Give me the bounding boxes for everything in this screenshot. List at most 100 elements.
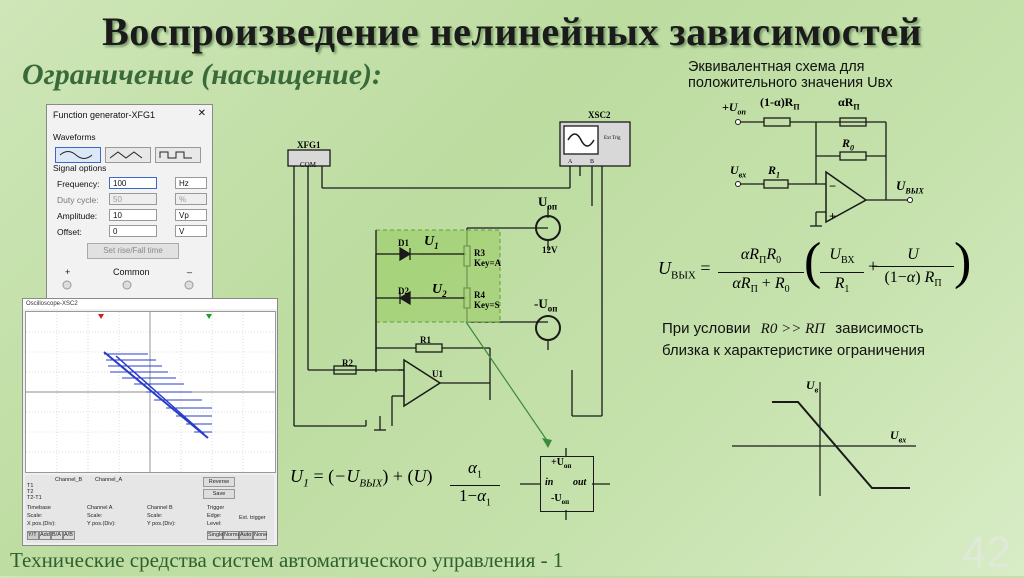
square-wave-button[interactable] xyxy=(155,147,201,163)
main-formula-frac1: αRПR0 αRП + R0 xyxy=(718,244,804,301)
sine-icon xyxy=(59,151,93,159)
graph-x-label: Uвх xyxy=(890,428,907,445)
main-formula-frac3: U (1−α) RП xyxy=(872,244,954,295)
u1-formula: U1 = (−UВЫХ) + (U) xyxy=(290,466,433,490)
plus-terminal-radio[interactable] xyxy=(62,280,72,290)
cursor-marker-green[interactable] xyxy=(206,314,212,319)
channel-a-group: Channel A xyxy=(87,505,113,511)
t2t1-label: T2-T1 xyxy=(27,495,42,501)
u1-fraction: α1 1−α1 xyxy=(450,458,500,514)
oscilloscope-screen xyxy=(25,311,276,473)
x-pos-label: X pos.(Div): xyxy=(27,521,56,527)
oscilloscope-plot xyxy=(26,312,275,472)
limiter-block-leads xyxy=(520,448,610,520)
add-button[interactable]: Add xyxy=(39,531,51,540)
u2-voltage-label: U2 xyxy=(432,282,447,299)
a-b-button[interactable]: A/B xyxy=(63,531,75,540)
equivalent-caption: Эквивалентная схема для положительного з… xyxy=(688,59,893,91)
sine-wave-button[interactable] xyxy=(55,147,101,163)
block-plus-label: +Uоп xyxy=(551,457,572,470)
duty-cycle-label: Duty cycle: xyxy=(57,195,99,205)
u1-voltage-label: U1 xyxy=(424,234,439,251)
function-generator-window: Function generator-XFG1 ✕ Waveforms Sign… xyxy=(46,104,213,300)
duty-cycle-unit: % xyxy=(175,193,207,205)
eq-r0-label: R0 xyxy=(842,136,855,153)
b-a-button[interactable]: B/A xyxy=(51,531,63,540)
equivalent-circuit: − + xyxy=(735,117,913,227)
close-icon[interactable]: ✕ xyxy=(197,108,206,119)
triangle-icon xyxy=(109,151,143,159)
auto-button[interactable]: Auto xyxy=(239,531,253,540)
set-rise-fall-button[interactable]: Set rise/Fall time xyxy=(87,243,179,259)
page-number: 42 xyxy=(962,528,1011,577)
block-in-label: in xyxy=(545,477,554,488)
opamp-triangle xyxy=(403,358,442,408)
xsc2-label: XSC2 xyxy=(588,110,611,120)
trigger-group: Trigger xyxy=(207,505,225,511)
single-button[interactable]: Single xyxy=(207,531,224,540)
opamp-label: U1 xyxy=(432,369,443,379)
pointer-arrow xyxy=(465,321,549,443)
xsc2-a-label: A xyxy=(568,159,573,165)
frequency-input[interactable]: 100 xyxy=(109,177,157,189)
channel-b-group: Channel B xyxy=(147,505,173,511)
eq-uin-label: Uвх xyxy=(730,163,747,180)
square-icon xyxy=(159,151,192,159)
t1-label: T1 xyxy=(27,483,34,489)
channel-b-ypos-label: Y pos.(Div): xyxy=(147,521,176,527)
channel-a-readout-header: Channel_A xyxy=(95,477,123,483)
eq-r1-label: R1 xyxy=(768,163,781,180)
eq-alpha-rp-label: (1-α)RП xyxy=(760,95,800,112)
limiter-characteristic-graph xyxy=(732,382,916,496)
offset-unit-select[interactable]: V xyxy=(175,225,207,237)
save-button[interactable]: Save xyxy=(203,489,235,499)
characteristic-curve xyxy=(772,401,910,489)
triangle-wave-button[interactable] xyxy=(105,147,151,163)
ext-trigger-label: Ext. trigger xyxy=(239,515,266,521)
r1-label: R1 xyxy=(420,335,431,345)
xsc2-b-label: B xyxy=(590,159,595,165)
minus-terminal-label: _ xyxy=(187,263,193,273)
right-paren: ) xyxy=(954,233,972,290)
frequency-unit-select[interactable]: Hz xyxy=(175,177,207,189)
slide-subtitle: Ограничение (насыщение): xyxy=(22,58,383,91)
eq-uout-label: UВЫХ xyxy=(896,178,924,196)
timebase-scale-label: Scale: xyxy=(27,513,43,519)
amplitude-input[interactable]: 10 xyxy=(109,209,157,221)
minus-terminal-radio[interactable] xyxy=(184,280,194,290)
offset-input[interactable]: 0 xyxy=(109,225,157,237)
left-paren: ( xyxy=(804,233,822,290)
normal-button[interactable]: Normal xyxy=(223,531,242,540)
cursor-marker-red[interactable] xyxy=(98,314,104,319)
level-label: Level: xyxy=(207,521,222,527)
channel-b-readout-header: Channel_B xyxy=(55,477,83,483)
slide-title: Воспроизведение нелинейных зависимостей xyxy=(102,9,922,54)
xsc2-ext-label: Ext Trig xyxy=(604,136,621,141)
d2-label: D2 xyxy=(398,286,409,296)
eq-arp-label: αRП xyxy=(838,95,860,112)
terminal-radios xyxy=(62,280,194,290)
oscilloscope-title: Oscilloscope-XSC2 xyxy=(23,299,277,309)
xfg1-label: XFG1 xyxy=(297,140,321,150)
uop-label: Uоп xyxy=(538,194,558,212)
common-terminal-radio[interactable] xyxy=(122,280,132,290)
transfer-trace xyxy=(103,351,212,439)
function-generator-title: Function generator-XFG1 xyxy=(53,110,156,120)
timebase-group: Timebase xyxy=(27,505,51,511)
none-button[interactable]: None xyxy=(253,531,268,540)
duty-cycle-input[interactable]: 50 xyxy=(109,193,157,205)
channel-b-scale-label: Scale: xyxy=(147,513,163,519)
amplitude-unit-select[interactable]: Vp xyxy=(175,209,207,221)
oscilloscope-controls: Channel_B Channel_A T1 T2 T2-T1 Reverse … xyxy=(25,475,274,543)
plus-terminal-label: + xyxy=(65,267,71,277)
r2-label: R2 xyxy=(342,358,353,368)
frequency-label: Frequency: xyxy=(57,179,100,189)
graph-y-label: Uв xyxy=(806,378,819,395)
y-t-button[interactable]: Y/T xyxy=(27,531,39,540)
xfg1-com-label: COM xyxy=(300,161,316,169)
circuit-schematic xyxy=(287,121,631,448)
reverse-button[interactable]: Reverse xyxy=(203,477,235,487)
main-formula-frac2: UВХ R1 xyxy=(820,244,864,301)
